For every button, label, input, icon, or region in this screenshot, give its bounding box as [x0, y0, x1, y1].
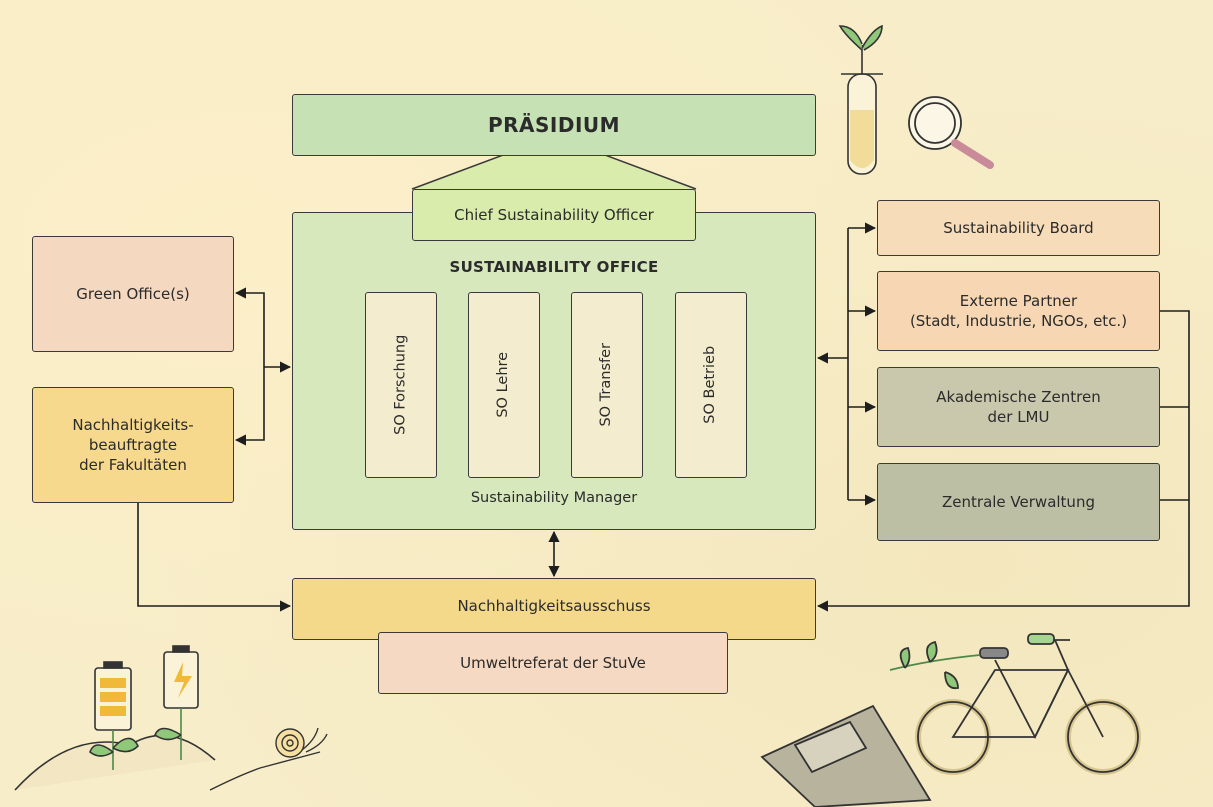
battery-plant-icon — [14, 645, 216, 791]
bicycle-icon — [889, 633, 1141, 775]
nachhaltigkeitsausschuss-box: Nachhaltigkeitsausschuss — [292, 578, 816, 640]
snail-icon — [209, 727, 328, 791]
sustainability-office-title: SUSTAINABILITY OFFICE — [449, 258, 659, 276]
chief-sustainability-officer-label: Chief Sustainability Officer — [454, 205, 654, 224]
nachhaltigkeitsbeauftragte-box: Nachhaltigkeits- beauftragte der Fakultä… — [32, 387, 234, 503]
umweltreferat-box: Umweltreferat der StuVe — [378, 632, 728, 694]
sustainability-manager-label: Sustainability Manager — [470, 490, 638, 506]
sustainability-board-box: Sustainability Board — [877, 200, 1160, 256]
so-forschung-box: SO Forschung — [365, 292, 437, 478]
so-lehre-box: SO Lehre — [468, 292, 540, 478]
externe-partner-label: Externe Partner (Stadt, Industrie, NGOs,… — [909, 291, 1128, 330]
green-office-label: Green Office(s) — [76, 284, 190, 303]
plant-test-tube-icon — [838, 24, 883, 175]
magnifier-icon — [908, 96, 994, 169]
zentrale-verwaltung-label: Zentrale Verwaltung — [942, 492, 1095, 511]
praesidium-label: PRÄSIDIUM — [487, 112, 621, 137]
nachhaltigkeitsbeauftragte-label: Nachhaltigkeits- beauftragte der Fakultä… — [72, 415, 194, 475]
so-transfer-box: SO Transfer — [571, 292, 643, 478]
so-betrieb-label: SO Betrieb — [702, 346, 719, 424]
book-icon — [760, 704, 932, 807]
akademische-zentren-box: Akademische Zentren der LMU — [877, 367, 1160, 447]
so-transfer-label: SO Transfer — [598, 343, 615, 427]
zentrale-verwaltung-box: Zentrale Verwaltung — [877, 463, 1160, 541]
so-forschung-label: SO Forschung — [392, 334, 409, 436]
sustainability-board-label: Sustainability Board — [943, 218, 1094, 237]
nachhaltigkeitsausschuss-label: Nachhaltigkeitsausschuss — [457, 597, 651, 615]
externe-partner-box: Externe Partner (Stadt, Industrie, NGOs,… — [877, 271, 1160, 351]
so-lehre-label: SO Lehre — [495, 352, 512, 418]
umweltreferat-label: Umweltreferat der StuVe — [460, 653, 646, 672]
green-office-box: Green Office(s) — [32, 236, 234, 352]
so-betrieb-box: SO Betrieb — [675, 292, 747, 478]
praesidium-box: PRÄSIDIUM — [292, 94, 816, 156]
chief-sustainability-officer-box: Chief Sustainability Officer — [412, 189, 696, 241]
akademische-zentren-label: Akademische Zentren der LMU — [936, 387, 1101, 426]
